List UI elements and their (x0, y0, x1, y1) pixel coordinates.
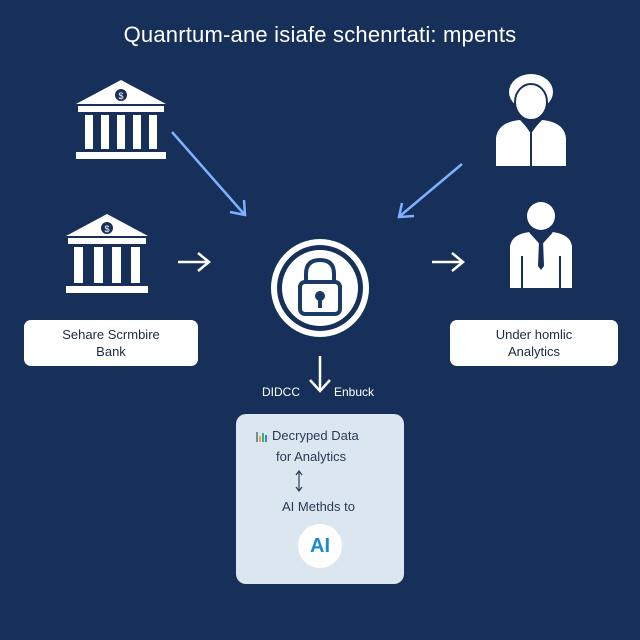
bank-label-line2: Bank (96, 344, 126, 359)
arrow-diagonal-right-icon (171, 131, 247, 217)
bank-label-box: Sehare Scrmbire Bank (24, 320, 198, 366)
analytics-label-box: Under homlic Analytics (450, 320, 618, 366)
arrow-diagonal-left-icon (397, 163, 463, 219)
diagram-title: Quanrtum-ane isiafe schenrtati: mpents (123, 22, 517, 47)
up-down-arrow-icon (295, 470, 303, 492)
flow-label-right: Enbuck (334, 385, 375, 399)
analytics-label-line2: Analytics (507, 344, 561, 359)
analytics-label-line1: Under homlic (495, 327, 573, 342)
bank-label-line1: Sehare Scrmbire (62, 327, 160, 342)
svg-text:$: $ (118, 91, 123, 101)
bar-chart-icon (256, 432, 267, 442)
arrow-down-icon (309, 356, 331, 393)
businessman-icon (510, 202, 572, 288)
bank-dollar-icon: $ (66, 214, 148, 293)
svg-text:$: $ (104, 224, 109, 234)
padlock-icon (271, 239, 369, 337)
person-suit-icon (496, 74, 566, 166)
ai-badge: AI (298, 524, 342, 568)
bank-building-icon: $ (76, 80, 166, 159)
panel-line-3: AI Methds to (282, 499, 355, 514)
panel-line-1: Decryped Data (272, 428, 359, 443)
arrow-right-icon (432, 252, 465, 272)
panel-line-2: for Analytics (276, 449, 347, 464)
flow-label-left: DIDCC (262, 385, 300, 399)
arrow-right-icon (178, 252, 211, 272)
